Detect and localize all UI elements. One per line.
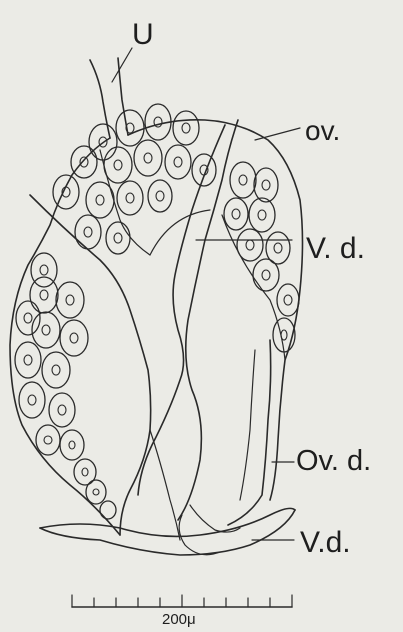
egg-cell [16, 301, 40, 335]
egg-cell [273, 318, 295, 352]
egg-cell [224, 198, 248, 230]
egg-cell [104, 147, 132, 183]
egg-nucleus [154, 117, 162, 127]
egg-cell [56, 282, 84, 318]
egg-cell [86, 480, 106, 504]
egg-cell [42, 352, 70, 388]
egg-nucleus [40, 265, 48, 275]
egg-cell [106, 222, 130, 254]
egg-cell [165, 145, 191, 179]
egg-nucleus [144, 153, 152, 163]
scale-bar-label: 200μ [162, 611, 196, 628]
egg-nucleus [239, 175, 247, 185]
egg-cell [134, 140, 162, 176]
egg-nucleus [52, 365, 60, 375]
egg-nucleus [93, 489, 99, 495]
egg-nucleus [126, 193, 134, 203]
egg-cell [19, 382, 45, 418]
egg-nucleus [262, 180, 270, 190]
egg-cell [49, 393, 75, 427]
egg-cell [237, 229, 263, 261]
egg-nucleus [24, 313, 32, 323]
egg-nucleus [42, 325, 50, 335]
egg-cell [60, 430, 84, 460]
label-ov: ov. [305, 115, 340, 146]
egg-nucleus [24, 355, 32, 365]
lower-vas-deferens [40, 505, 295, 555]
egg-nucleus [182, 123, 190, 133]
leader-ov [255, 128, 300, 140]
egg-cell [75, 215, 101, 249]
egg-nucleus [66, 295, 74, 305]
egg-cell [60, 320, 88, 356]
scale-bar: 200μ [72, 595, 292, 628]
egg-cell [253, 259, 279, 291]
egg-cell [116, 110, 144, 146]
egg-nucleus [262, 270, 270, 280]
egg-cell [117, 181, 143, 215]
egg-nucleus [156, 191, 164, 201]
egg-cell [30, 277, 58, 313]
egg-nucleus [96, 195, 104, 205]
egg-cell [15, 342, 41, 378]
egg-nucleus [258, 210, 266, 220]
label-vd-upper: V. d. [306, 232, 365, 265]
egg-cell [100, 501, 116, 519]
egg-cell [192, 154, 216, 186]
egg-nucleus [281, 330, 287, 340]
label-vd-lower: V.d. [300, 526, 351, 559]
egg-cell [53, 175, 79, 209]
gonad-outline [10, 120, 303, 535]
egg-nucleus [69, 441, 75, 449]
egg-cell [277, 284, 299, 316]
egg-nucleus [114, 160, 122, 170]
egg-cell [249, 198, 275, 232]
egg-nucleus [44, 436, 52, 444]
egg-nucleus [40, 290, 48, 300]
egg-nucleus [174, 157, 182, 167]
oviduct [228, 340, 271, 525]
egg-cell [254, 168, 278, 202]
egg-cell [173, 111, 199, 145]
egg-nucleus [28, 395, 36, 405]
egg-cell [86, 182, 114, 218]
egg-nucleus [58, 405, 66, 415]
egg-cell [148, 180, 172, 212]
label-u: U [132, 18, 154, 51]
leader-u [112, 48, 132, 82]
egg-cell [71, 146, 97, 178]
egg-nucleus [82, 468, 88, 476]
egg-cell [230, 162, 256, 198]
egg-cells [15, 104, 299, 519]
label-ovd: Ov. d. [296, 445, 371, 477]
egg-nucleus [274, 243, 282, 253]
egg-cell [36, 425, 60, 455]
egg-nucleus [246, 240, 254, 250]
egg-nucleus [84, 227, 92, 237]
egg-nucleus [114, 233, 122, 243]
egg-nucleus [284, 295, 292, 305]
egg-nucleus [232, 209, 240, 219]
egg-nucleus [70, 333, 78, 343]
